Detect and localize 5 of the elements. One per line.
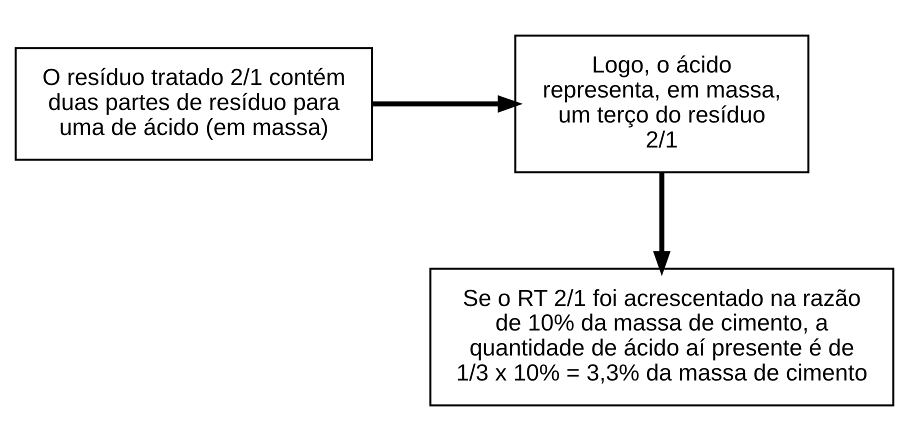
node-box: O resíduo tratado 2/1 contém duas partes de resíduo para uma de ácido (em massa) [14,47,374,161]
node-box: Logo, o ácido representa, em massa, um terço do resíduo 2/1 [514,34,810,174]
node-box: Se o RT 2/1 foi acrescentado na razão de 10% da massa de cimento, a quantidade de ácido aí presente é de 1/3 x 10% = 3,3% da massa de cimento [429,268,894,406]
arrow [653,172,671,276]
arrow [372,95,523,113]
